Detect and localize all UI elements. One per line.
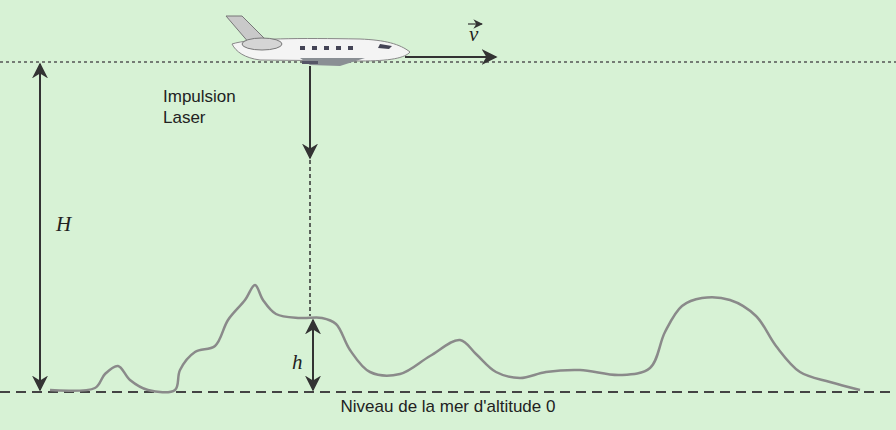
sea-level-line <box>0 391 896 393</box>
pulse-label: Impulsion Laser <box>163 86 253 128</box>
laser-path <box>309 160 311 316</box>
height-dimension <box>312 320 314 390</box>
sea-level-label: Niveau de la mer d'altitude 0 <box>0 396 896 417</box>
airplane <box>226 16 410 66</box>
terrain-profile <box>50 285 860 392</box>
altitude-dimension <box>39 64 41 390</box>
velocity-arrow <box>405 56 496 58</box>
laser-pulse <box>309 66 311 158</box>
height-symbol: h <box>292 352 303 373</box>
altitude-symbol: H <box>56 214 71 235</box>
flight-level-line <box>0 61 896 62</box>
velocity-symbol: v <box>469 24 478 45</box>
